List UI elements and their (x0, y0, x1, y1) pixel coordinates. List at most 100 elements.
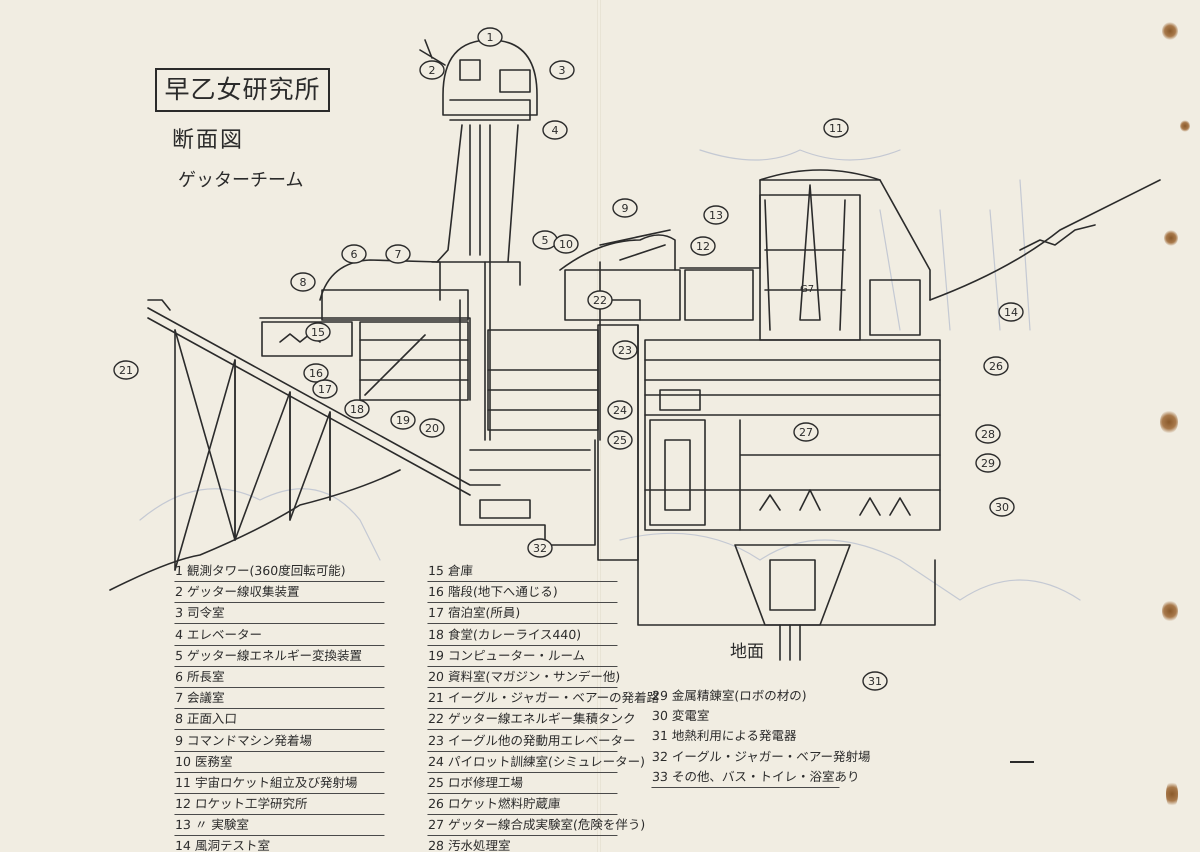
callout-circle: 22 (587, 290, 613, 310)
callout-number: 31 (868, 675, 882, 688)
callout-circle: 15 (305, 322, 331, 342)
legend-item: 20 資料室(マガジン・サンデー他) (427, 666, 621, 689)
callout-circle: 8 (290, 272, 316, 292)
callout-number: 13 (709, 209, 723, 222)
callout-number: 8 (300, 276, 307, 289)
callout-circle: 2 (419, 60, 445, 80)
callout-circle: 17 (312, 379, 338, 399)
legend-item: 9 コマンドマシン発着場 (174, 730, 386, 752)
legend-item: 7 会議室 (174, 688, 386, 710)
callout-number: 19 (396, 414, 410, 427)
callout-number: 23 (618, 344, 632, 357)
callout-number: 10 (559, 238, 573, 251)
faint-ghost-sketch (139, 149, 1081, 601)
callout-number: 12 (696, 240, 710, 253)
legend-item: 10 医務室 (174, 751, 386, 773)
callout-circle: 13 (703, 205, 729, 225)
dash-mark (1010, 761, 1034, 763)
rocket-label: G7 (800, 284, 814, 295)
legend-item: 1 観測タワー(360度回転可能) (174, 561, 386, 583)
legend-item: 5 ゲッター線エネルギー変換装置 (174, 645, 386, 667)
callout-number: 24 (613, 404, 627, 417)
legend-item: 28 汚水処理室 (427, 836, 619, 852)
rust-stain (1164, 230, 1178, 246)
callout-circle: 19 (390, 410, 416, 430)
callout-number: 22 (593, 294, 607, 307)
launch-ramp (109, 299, 501, 591)
callout-number: 28 (981, 428, 995, 441)
callout-number: 2 (429, 64, 436, 77)
callout-number: 11 (829, 122, 843, 135)
page-title: 早乙女研究所 (155, 68, 330, 112)
legend-item: 19 コンピューター・ルーム (427, 645, 619, 667)
callout-circle: 1 (477, 27, 503, 47)
legend-item: 3 司令室 (174, 603, 386, 625)
callout-number: 1 (487, 31, 494, 44)
callout-circle: 11 (823, 118, 849, 138)
callout-number: 15 (311, 326, 325, 339)
callout-circle: 30 (989, 497, 1015, 517)
legend-item: 22 ゲッター線エネルギー集積タンク (427, 709, 636, 731)
main-building (259, 259, 471, 401)
legend-item: 11 宇宙ロケット組立及び発射場 (174, 772, 386, 795)
callout-circle: 3 (549, 60, 575, 80)
callout-number: 14 (1004, 306, 1018, 319)
callout-circle: 16 (303, 363, 329, 383)
callout-number: 21 (119, 364, 133, 377)
legend-item: 4 エレベーター (174, 624, 386, 646)
callout-circle: 7 (385, 244, 411, 264)
callout-circle: 31 (862, 671, 888, 691)
callout-number: 4 (552, 124, 559, 137)
legend-item: 8 正面入口 (174, 709, 386, 731)
callout-number: 32 (533, 542, 547, 555)
callout-circle: 28 (975, 424, 1001, 444)
page-crease (597, 0, 601, 852)
legend-item: 23 イーグル他の発動用エレベーター (427, 730, 636, 752)
callout-number: 26 (989, 360, 1003, 373)
callout-circle: 9 (612, 198, 638, 218)
legend-item: 31 地熱利用による発電器 (651, 728, 797, 744)
rust-stain (1180, 120, 1190, 132)
legend-item: 27 ゲッター線合成実験室(危険を伴う) (427, 815, 646, 837)
callout-circle: 25 (607, 430, 633, 450)
legend-item: 25 ロボ修理工場 (427, 772, 619, 795)
callout-number: 25 (613, 434, 627, 447)
rust-stain (1162, 22, 1178, 40)
legend-item: 21 イーグル・ジャガー・ベアーの発着路 (427, 688, 659, 710)
callout-circle: 18 (344, 399, 370, 419)
legend-item: 14 風洞テスト室 (174, 836, 386, 852)
rust-stain (1160, 410, 1178, 434)
faint-text: ゲッターチーム (178, 170, 303, 191)
callout-circle: 5 (532, 230, 558, 250)
callout-circle: 26 (983, 356, 1009, 376)
callout-circle: 23 (612, 340, 638, 360)
callout-circle: 27 (793, 422, 819, 442)
legend-item: 29 金属精錬室(ロボの材の) (651, 688, 808, 703)
callout-circle: 4 (542, 120, 568, 140)
legend-item: 12 ロケット工学研究所 (174, 794, 386, 816)
legend-item: 6 所長室 (174, 666, 386, 689)
legend-item: 30 変電室 (651, 708, 710, 724)
callout-circle: 32 (527, 538, 553, 558)
legend-item: 24 パイロット訓練室(シミュレーター) (427, 751, 645, 773)
legend-item: 13 〃 実験室 (174, 815, 386, 837)
legend-item: 26 ロケット燃料貯蔵庫 (427, 794, 619, 816)
legend-item: 15 倉庫 (427, 561, 619, 583)
callout-circle: 6 (341, 244, 367, 264)
callout-number: 6 (351, 248, 358, 261)
central-core (459, 229, 681, 546)
callout-number: 18 (350, 403, 364, 416)
geothermal-generator (734, 544, 851, 661)
rocket-hangar (679, 169, 1161, 341)
legend-left: 1 観測タワー(360度回転可能) 2 ゲッター線収集装置 3 司令室 4 エレ… (174, 561, 386, 852)
callout-circle: 20 (419, 418, 445, 438)
callout-circle: 21 (113, 360, 139, 380)
callout-number: 17 (318, 383, 332, 396)
callout-number: 9 (622, 202, 629, 215)
callout-circle: 24 (607, 400, 633, 420)
rust-stain (1162, 600, 1178, 622)
callout-circle: 14 (998, 302, 1024, 322)
legend-middle: 15 倉庫 16 階段(地下へ通じる) 17 宿泊室(所員) 18 食堂(カレー… (427, 561, 659, 852)
